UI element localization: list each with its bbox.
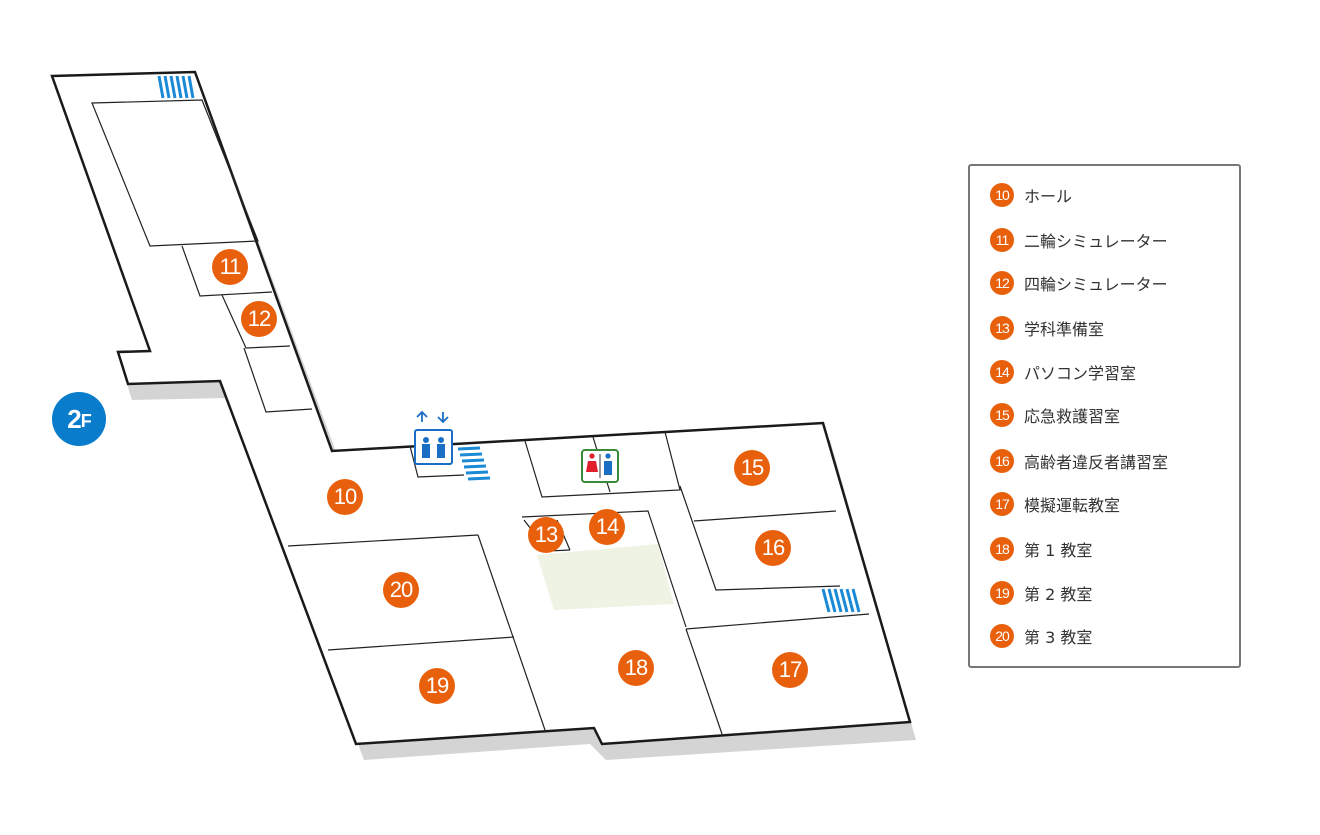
elevator-icon (414, 410, 453, 465)
legend-label: 四輪シミュレーター (1024, 275, 1168, 294)
room-marker-15[interactable]: 15 (734, 450, 770, 486)
legend-item: 19 第 2 教室 (990, 581, 1092, 605)
legend-number: 17 (990, 492, 1014, 516)
room-marker-17[interactable]: 17 (772, 652, 808, 688)
room-marker-20[interactable]: 20 (383, 572, 419, 608)
legend-label: 第 1 教室 (1024, 541, 1093, 560)
legend-item: 17 模擬運転教室 (990, 492, 1120, 516)
floor-suffix: F (80, 410, 92, 431)
legend-label: ホール (1024, 187, 1073, 206)
legend-label: 高齢者違反者講習室 (1024, 453, 1169, 472)
legend-item: 13 学科準備室 (990, 316, 1104, 340)
legend-item: 16 高齢者違反者講習室 (990, 449, 1168, 473)
restroom-icon (581, 449, 619, 483)
legend-number: 10 (990, 183, 1014, 207)
building-outline (50, 70, 912, 746)
stairs-icon (157, 75, 195, 99)
highlight-area (537, 544, 674, 610)
legend-label: パソコン学習室 (1024, 364, 1137, 383)
room-marker-11[interactable]: 11 (212, 249, 248, 285)
legend-item: 14 パソコン学習室 (990, 360, 1136, 384)
legend-item: 11 二輪シミュレーター (990, 228, 1168, 252)
legend-number: 12 (990, 271, 1014, 295)
legend-number: 19 (990, 581, 1014, 605)
room-marker-18[interactable]: 18 (618, 650, 654, 686)
legend-number: 20 (990, 624, 1014, 648)
legend-number: 11 (990, 228, 1014, 252)
legend-label: 学科準備室 (1024, 320, 1105, 339)
legend-label: 第 2 教室 (1024, 585, 1093, 604)
legend-number: 14 (990, 360, 1014, 384)
legend-label: 第 3 教室 (1024, 628, 1093, 647)
room-marker-12[interactable]: 12 (241, 301, 277, 337)
legend-item: 10 ホール (990, 183, 1072, 207)
legend-number: 15 (990, 403, 1014, 427)
legend-label: 二輪シミュレーター (1024, 232, 1168, 251)
room-marker-16[interactable]: 16 (755, 530, 791, 566)
stairs-icon (457, 446, 491, 481)
room-marker-19[interactable]: 19 (419, 668, 455, 704)
legend-item: 15 応急救護習室 (990, 403, 1120, 427)
legend-item: 12 四輪シミュレーター (990, 271, 1168, 295)
room-marker-14[interactable]: 14 (589, 509, 625, 545)
legend-label: 応急救護習室 (1024, 407, 1121, 426)
legend-item: 20 第 3 教室 (990, 624, 1092, 648)
floor-number: 2 (67, 403, 82, 434)
legend-item: 18 第 1 教室 (990, 537, 1092, 561)
legend-number: 18 (990, 537, 1014, 561)
stairs-icon (821, 588, 861, 613)
legend-number: 16 (990, 449, 1014, 473)
legend-label: 模擬運転教室 (1024, 496, 1121, 515)
room-marker-13[interactable]: 13 (528, 517, 564, 553)
legend-number: 13 (990, 316, 1014, 340)
room-legend: 10 ホール 11 二輪シミュレーター 12 四輪シミュレーター 13 学科準備… (968, 164, 1241, 668)
room-marker-10[interactable]: 10 (327, 479, 363, 515)
